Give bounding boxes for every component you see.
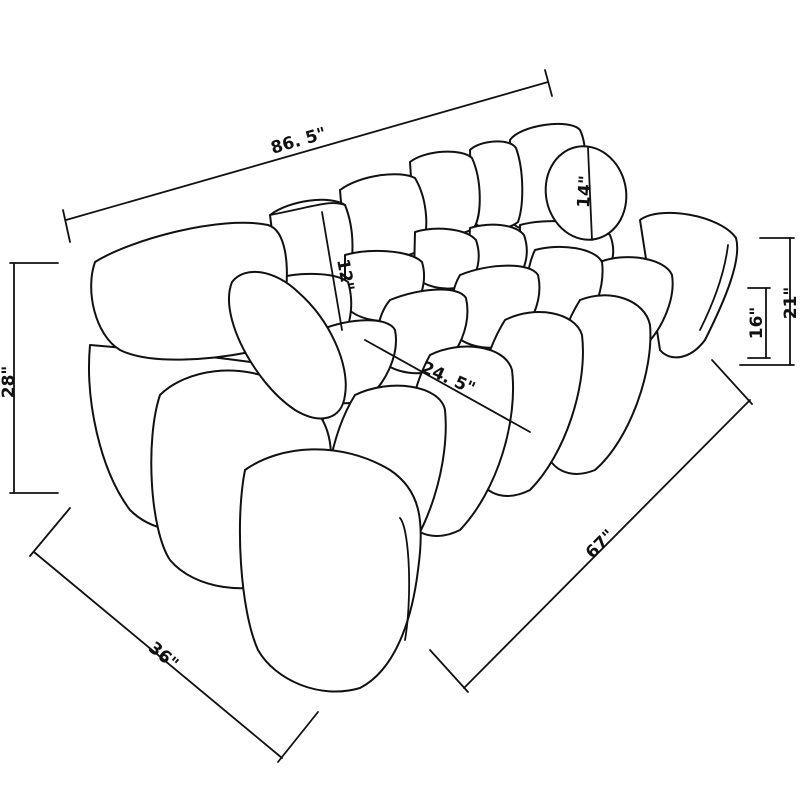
seat-span-label: 67" <box>582 526 619 563</box>
height-label: 28" <box>0 366 19 399</box>
seat-height-label: 16" <box>747 307 767 340</box>
right-arm <box>639 211 739 359</box>
seam <box>269 202 346 216</box>
dimension-lines <box>9 69 795 763</box>
depth-dim-tick <box>29 507 71 557</box>
seam <box>699 244 729 331</box>
width-dim-tick <box>62 209 71 243</box>
depth-label: 36" <box>144 638 182 674</box>
back-cushion-dim-line <box>321 211 343 331</box>
seam <box>399 517 411 641</box>
width-dim-line <box>65 81 549 221</box>
pillow-label: 14" <box>574 175 596 209</box>
seat-dim-tick <box>429 649 469 693</box>
arm-height-label: 21" <box>781 287 800 320</box>
seat-depth-dim-line <box>364 339 531 433</box>
seat-dim-line <box>463 399 751 689</box>
round-pillow-left <box>228 270 347 420</box>
sofa-drawing <box>88 123 739 693</box>
seat-dim-tick <box>711 359 753 405</box>
depth-dim-tick <box>277 711 319 763</box>
left-arm-cushion <box>238 448 422 693</box>
pillow-dim-line <box>587 147 593 241</box>
width-dim-tick <box>544 69 553 97</box>
depth-dim-line <box>33 551 283 759</box>
round-pillow-right <box>544 145 628 241</box>
